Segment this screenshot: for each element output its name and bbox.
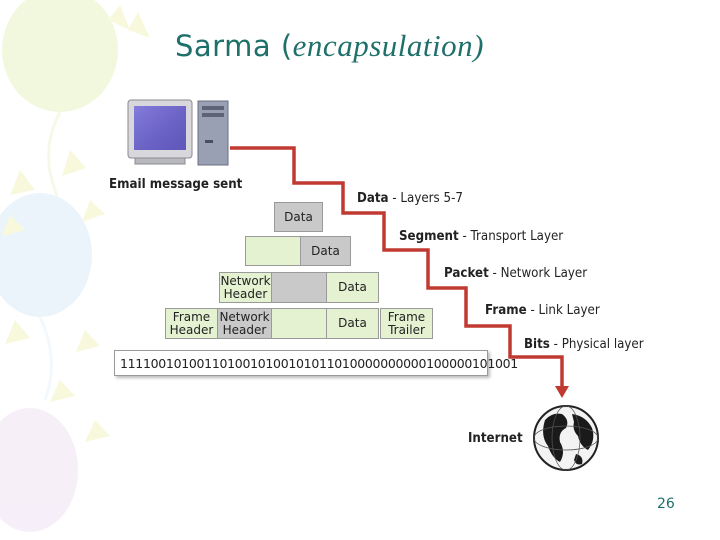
layer-label-bits: Bits - Physical layer [524, 336, 644, 352]
computer-icon [127, 99, 229, 166]
layer-desc: - Network Layer [488, 265, 588, 281]
title-emphasis: encapsulation [292, 28, 474, 63]
data-box-row2: Data [300, 236, 351, 266]
title-close-paren: ) [473, 28, 484, 63]
layer-label-packet: Packet - Network Layer [444, 265, 587, 281]
balloon-string [38, 316, 53, 401]
frame-header-box: Frame Header [165, 308, 218, 339]
layer-label-segment: Segment - Transport Layer [399, 228, 563, 244]
data-box-row4: Data [326, 308, 379, 339]
layer-desc: - Layers 5-7 [388, 190, 463, 206]
layer-term: Frame [485, 302, 527, 318]
segment-header-box [245, 236, 301, 266]
balloon-green-top [2, 0, 118, 112]
layer-term: Data [357, 190, 389, 206]
slide-title: Sarma (encapsulation) [175, 28, 484, 64]
data-box-row1: Data [274, 202, 323, 232]
layer-term: Segment [399, 228, 459, 244]
frame-trailer-box: Frame Trailer [380, 308, 433, 339]
title-open-paren: ( [280, 29, 293, 63]
network-header-box-row3: Network Header [219, 272, 272, 303]
layer-desc: - Link Layer [526, 302, 600, 318]
globe-icon [533, 405, 599, 471]
layer-term: Packet [444, 265, 489, 281]
email-sent-label: Email message sent [109, 176, 243, 192]
title-main: Sarma [175, 29, 272, 63]
layer-label-data: Data - Layers 5-7 [357, 190, 463, 206]
down-arrow-icon [555, 386, 569, 398]
balloon-blue [0, 193, 92, 317]
layer-label-frame: Frame - Link Layer [485, 302, 600, 318]
encapsulation-path [230, 146, 564, 388]
layer-term: Bits [524, 336, 550, 352]
balloon-purple [0, 408, 78, 532]
network-header-box-row4: Network Header [217, 308, 272, 339]
layer-desc: - Transport Layer [458, 228, 564, 244]
layer-desc: - Physical layer [549, 336, 644, 352]
bits-stream: 1111001010011010010100101011010000000000… [114, 350, 518, 376]
internet-label: Internet [468, 430, 523, 446]
segment-box-row3 [271, 272, 327, 303]
data-box-row3: Data [326, 272, 379, 303]
page-number: 26 [657, 496, 675, 512]
segment-box-row4 [271, 308, 327, 339]
